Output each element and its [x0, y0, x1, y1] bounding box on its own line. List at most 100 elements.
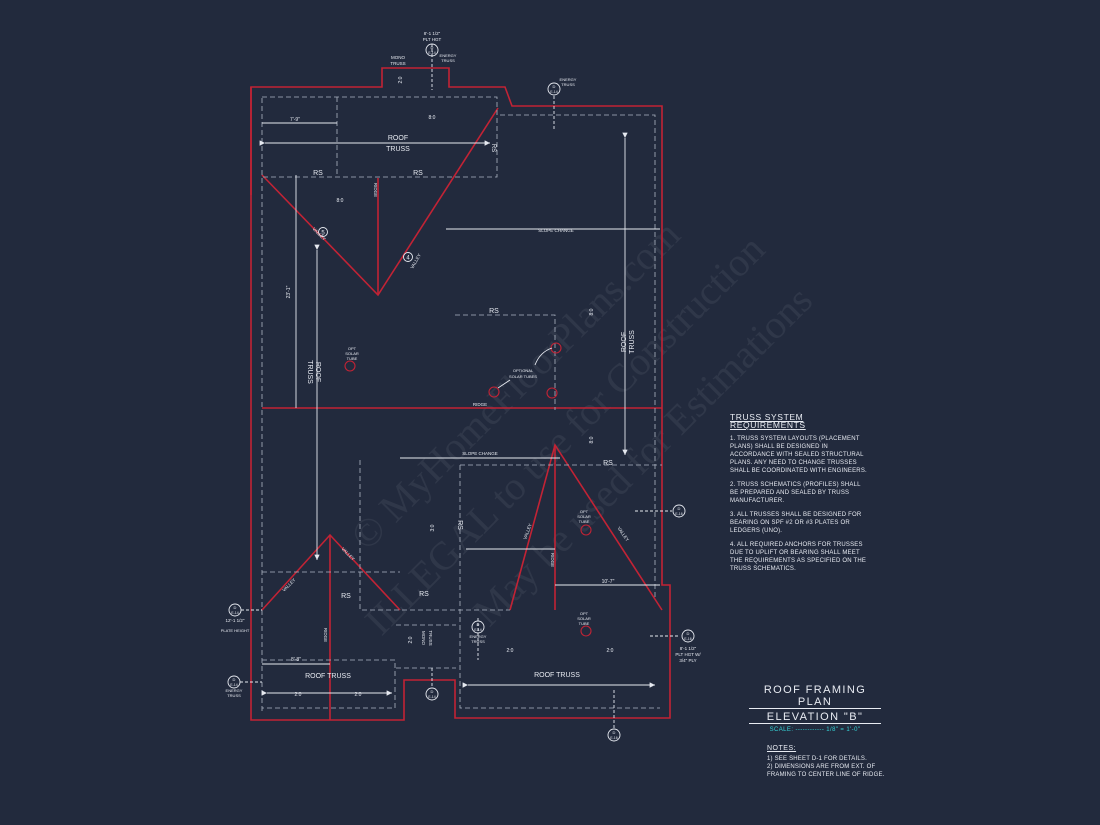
valley-line-1 [261, 107, 499, 297]
svg-text:E-14: E-14 [474, 628, 481, 632]
section-marker-right: D E-16 [635, 504, 686, 518]
solar-tube-3 [546, 387, 558, 399]
dim-3-0: 3:0 [430, 524, 436, 531]
label-rs-6: RS [419, 591, 429, 598]
dim-plt-top2: PLT HGT [423, 37, 442, 42]
truss-requirement-item: 1. Truss system layouts (placement plans… [730, 436, 867, 474]
solar-tube-1 [344, 360, 356, 372]
dim-2-0-top: 2:0 [398, 76, 404, 83]
svg-text:E-14: E-14 [428, 51, 435, 55]
plan-subtitle: ELEVATION "B" [749, 711, 881, 724]
dim-plt-right-1: 8'-1 1/2" [680, 646, 697, 651]
section-marker-right-lower: D E-16 [650, 629, 695, 643]
label-tube-1: TUBE [347, 356, 358, 361]
solar-leader-2 [497, 379, 511, 389]
label-roof-truss-lower-right: ROOF TRUSS [534, 672, 580, 679]
solar-leader-1 [534, 347, 553, 366]
notes-title: NOTES: [767, 745, 797, 752]
label-rs-3: RS [489, 308, 499, 315]
svg-text:D: D [431, 689, 434, 694]
label-rs-5: RS [341, 593, 351, 600]
dim-8-8: 8'-8" [291, 657, 301, 663]
dim-7-9: 7'-9" [290, 117, 300, 123]
label-rs-2: RS [413, 170, 423, 177]
label-mono: MONO [391, 55, 405, 60]
label-ridge-2: RIDGE [473, 402, 487, 407]
svg-text:E-14: E-14 [550, 90, 557, 94]
section-marker-ne: D E-14 [547, 82, 561, 130]
label-rs-4: RS [603, 460, 613, 467]
svg-text:D: D [233, 677, 236, 682]
truss-requirements-title: TRUSS SYSTEM REQUIREMENTS [730, 412, 806, 430]
svg-text:E-16: E-16 [684, 637, 691, 641]
dim-23-1: 23'-1" [286, 285, 292, 298]
label-mono-truss: TRUSS [390, 61, 405, 66]
label-ridge-3: RIDGE [323, 628, 328, 642]
dash-top-left-area [261, 96, 498, 178]
valley-callouts: 5 4 [318, 227, 413, 262]
truss-requirement-item: 3. All trusses shall be designed for bea… [730, 512, 862, 534]
dim-2-0-a: 2:0 [295, 692, 302, 698]
label-optional-solar-1: OPTIONAL [513, 368, 534, 373]
svg-text:E-16: E-16 [675, 512, 682, 516]
label-tube-2: TUBE [579, 519, 590, 524]
exterior-walls [250, 67, 671, 721]
label-roof-right: ROOF [621, 332, 628, 352]
label-valley-2: VALLEY [409, 253, 422, 270]
dim-8-0-top: 8:0 [429, 115, 436, 121]
label-truss-left: TRUSS [306, 360, 313, 384]
dim-plt-right-2: PLT HGT W/ [675, 652, 701, 657]
svg-text:D: D [687, 631, 690, 636]
dim-2-0-d: 2:0 [607, 648, 614, 654]
label-ridge-4: RIDGE [550, 553, 555, 567]
dim-plt-right-3: 3/4" PLY [679, 658, 696, 663]
section-marker-bottom: D E-16 [607, 690, 621, 742]
svg-text:D: D [678, 506, 681, 511]
truss-requirement-item: 2. Truss schematics (profiles) shall be … [730, 482, 861, 504]
dim-8-0-right: 8:0 [589, 308, 595, 315]
dim-8-0-left: 8:0 [337, 198, 344, 204]
svg-text:E-16: E-16 [610, 736, 617, 740]
label-energy-left: ENERGY [226, 688, 243, 693]
note-item: 2) Dimensions are from ext. of framing t… [767, 764, 885, 778]
solar-tube-6 [580, 625, 592, 637]
callout-4-circle [403, 252, 413, 262]
plan-scale: SCALE: ------------ 1/8" = 1'-0" [769, 727, 861, 733]
notes-section: NOTES: 1) See sheet D-1 for details. 2) … [767, 745, 897, 779]
dash-lower-left [262, 659, 396, 709]
label-slope-change-1: SLOPE CHANGE [538, 228, 574, 233]
truss-span-arrows [259, 122, 660, 696]
label-energy-ne: ENERGY [560, 77, 577, 82]
plan-title: ROOF FRAMING PLAN [749, 684, 881, 709]
truss-requirement-item: 4. All required anchors for trusses due … [730, 542, 867, 572]
dim-2-0-mono: 2:0 [408, 636, 414, 643]
label-energy-truss-ne: TRUSS [561, 82, 575, 87]
dim-10-7: 10'-7" [602, 579, 615, 585]
label-mono-lower-truss: TRUSS [428, 630, 433, 645]
label-opt-1: OPT [348, 346, 357, 351]
svg-text:E-14: E-14 [231, 611, 238, 615]
label-opt-3: OPT [580, 611, 589, 616]
label-ridge-1: RIDGE [373, 183, 378, 197]
section-marker-top: D E-14 [425, 43, 439, 90]
truss-requirements: TRUSS SYSTEM REQUIREMENTS 1. Truss syste… [730, 413, 870, 579]
section-marker-bottom-mono: D E-14 [425, 668, 439, 701]
label-mono-lower: MONO [421, 631, 426, 645]
label-slope-change-2: SLOPE CHANGE [462, 451, 498, 456]
label-opt-2: OPT [580, 509, 589, 514]
dashed-framing [261, 96, 662, 712]
svg-text:D: D [553, 84, 556, 89]
dimension-labels: 7'-9" 8:0 8:0 23'-1" 8:0 8:0 3:0 8'-8" 1… [226, 31, 702, 698]
label-energy-truss-mid: TRUSS [471, 639, 485, 644]
label-energy-mid: ENERGY [470, 634, 487, 639]
callout-4-text: 4 [406, 256, 410, 262]
label-rs-8: RS [490, 144, 496, 152]
section-marker-left: D E-14 [228, 603, 262, 617]
section-marker-left-lower: D E-14 [227, 675, 262, 689]
label-rs-7: RS [456, 520, 463, 530]
dim-2-0-b: 2:0 [355, 692, 362, 698]
label-solar-3: SOLAR [577, 616, 591, 621]
dash-right-inner [500, 114, 656, 600]
label-solar-1: SOLAR [345, 351, 359, 356]
